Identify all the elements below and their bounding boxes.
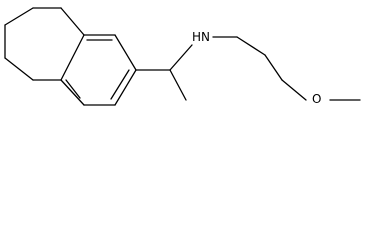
bond xyxy=(114,34,137,71)
bond xyxy=(60,79,85,106)
saturated-ring xyxy=(4,7,85,81)
bond xyxy=(281,79,307,101)
bond xyxy=(4,57,34,81)
nitrogen-atom-label: HN xyxy=(192,30,210,44)
aromatic-ring xyxy=(60,34,137,106)
bond xyxy=(236,36,266,56)
bond xyxy=(169,44,193,71)
molecule-structure: HN O xyxy=(4,7,361,106)
oxygen-atom-label: O xyxy=(312,92,321,106)
bond xyxy=(4,7,34,26)
bond xyxy=(60,34,85,81)
bond xyxy=(114,69,137,106)
side-chain xyxy=(135,36,361,101)
bond xyxy=(60,7,85,36)
double-bond-inner xyxy=(110,69,130,100)
bond xyxy=(264,54,283,81)
double-bond-inner xyxy=(65,79,81,99)
bond xyxy=(169,69,187,101)
